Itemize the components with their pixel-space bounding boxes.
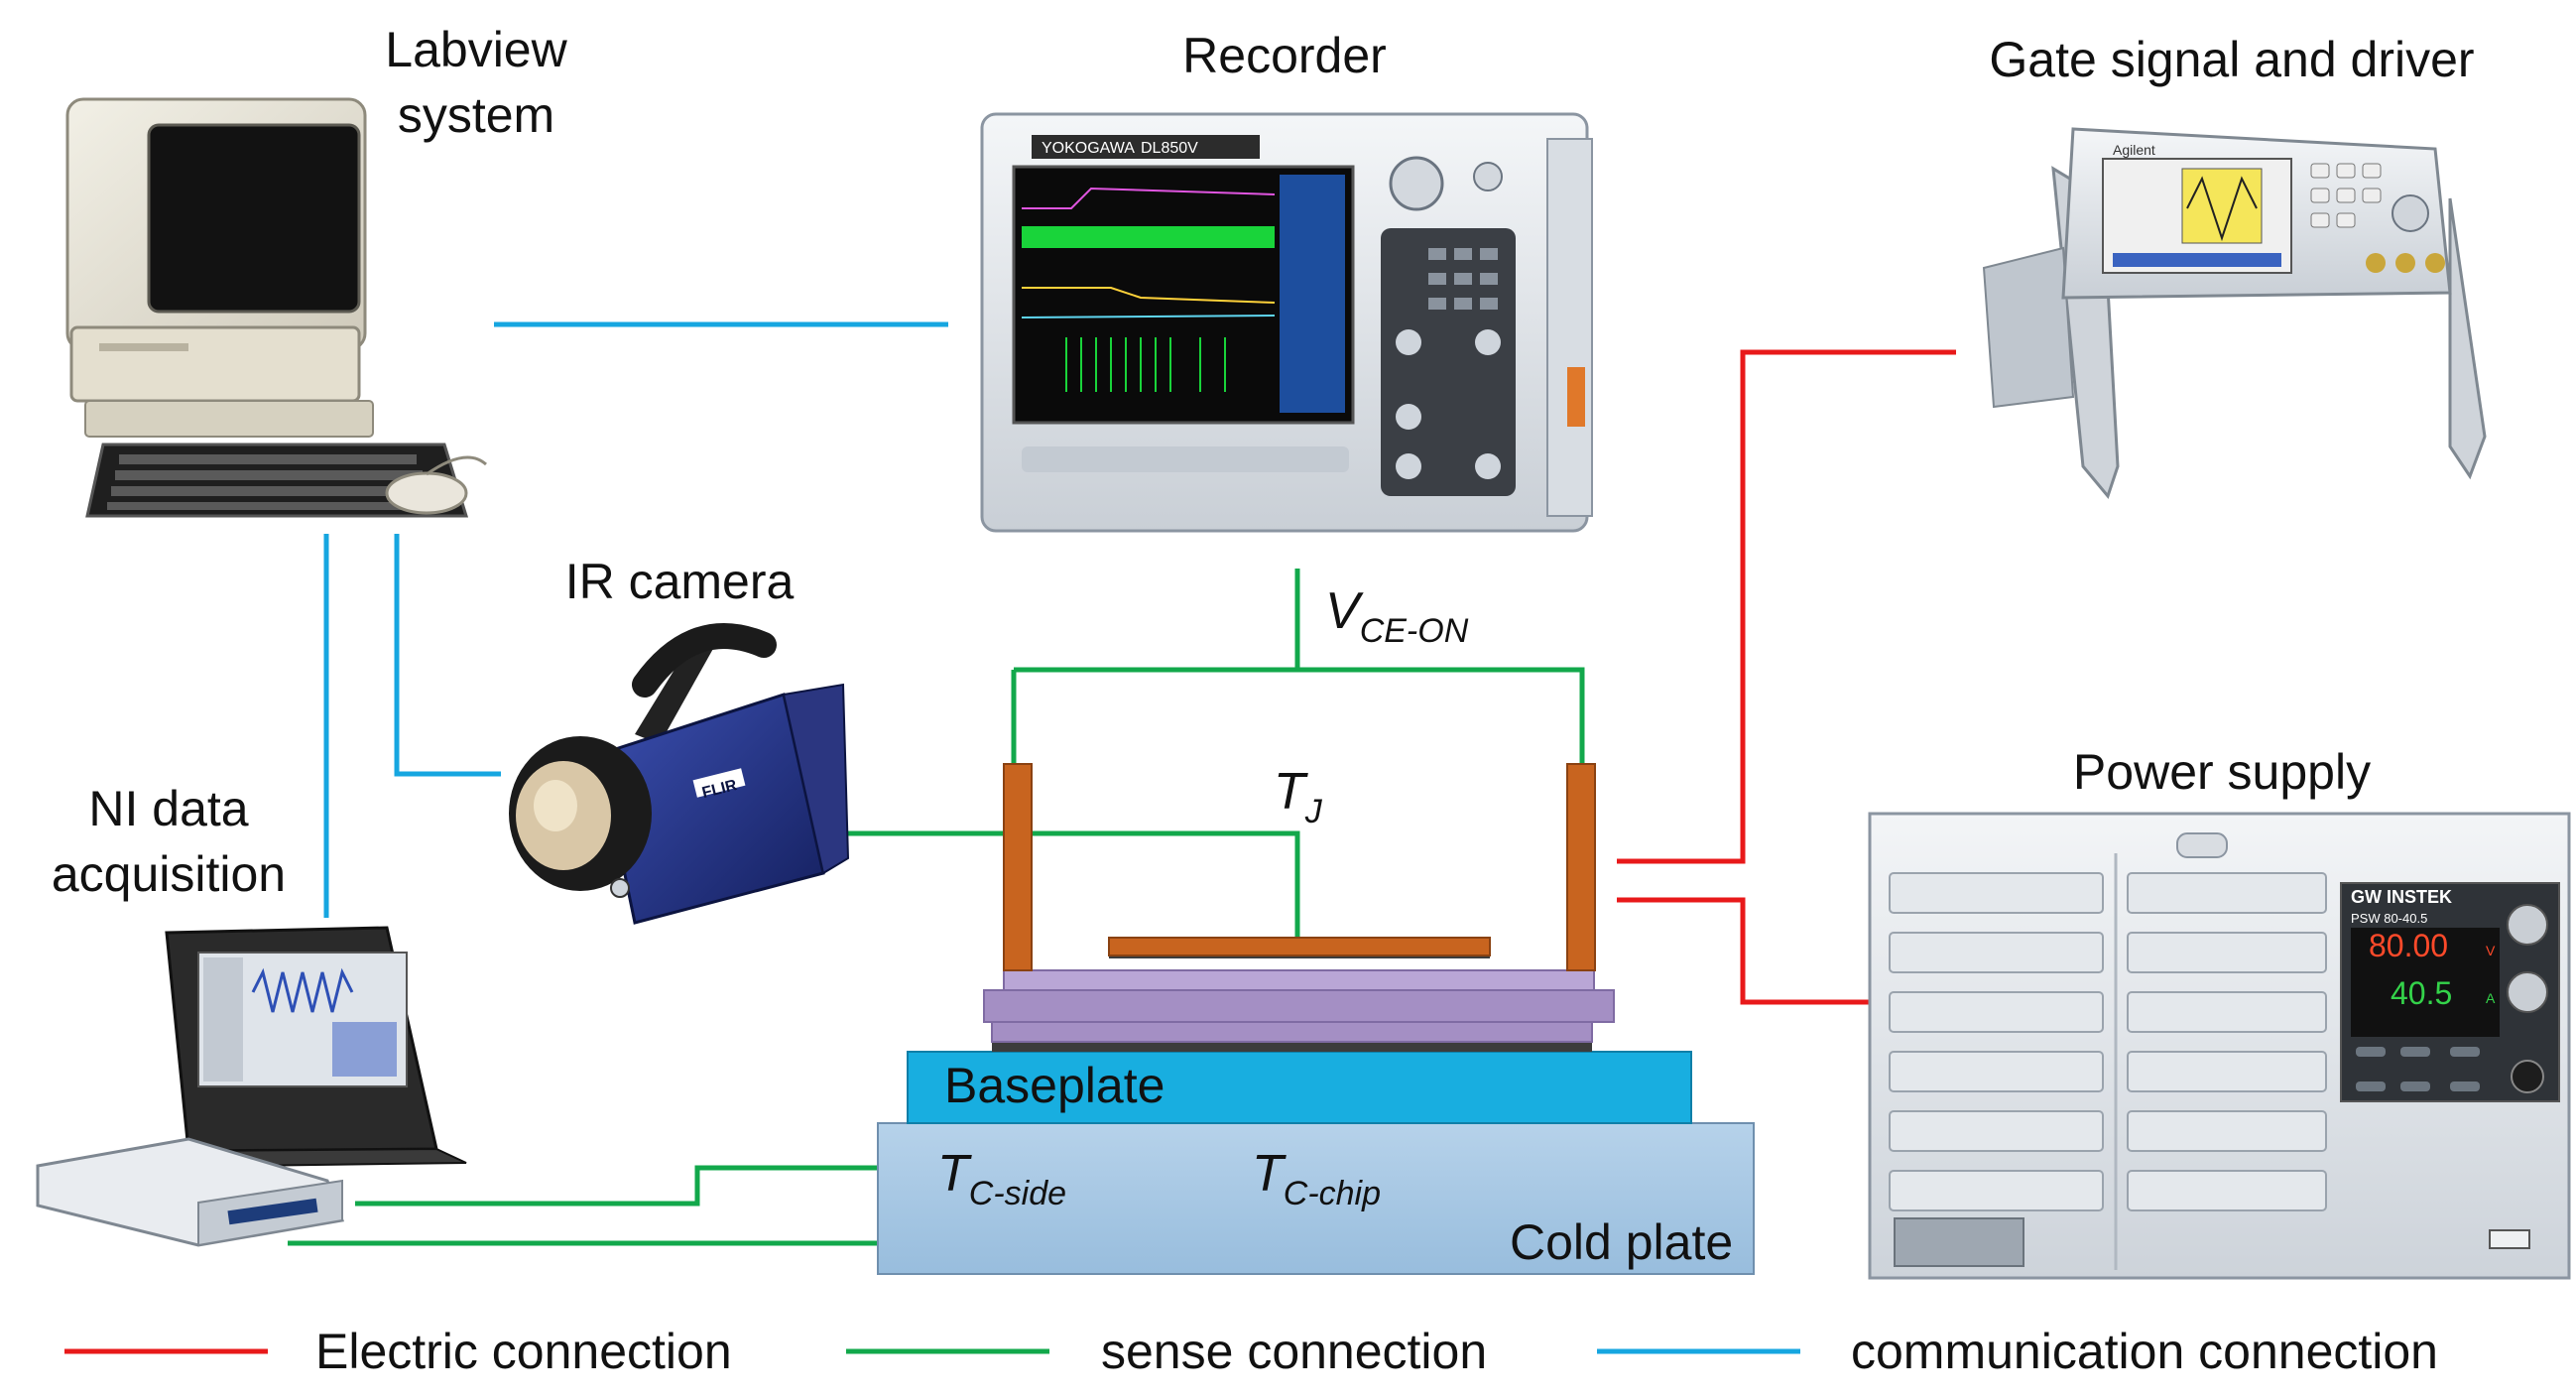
dbc-substrate: [983, 989, 1615, 1023]
sense-line-tj: [846, 830, 1300, 938]
solder-layer: [992, 1042, 1592, 1052]
recorder-model: DL850V: [1141, 140, 1198, 157]
recorder-illustration: YOKOGAWA DL850V: [980, 112, 1593, 533]
communication-lines: [323, 321, 948, 918]
legend-label-sense: sense connection: [1101, 1324, 1488, 1379]
tc-side-subscript: C-side: [968, 1175, 1067, 1212]
psu-model: PSW 80-40.5: [2351, 911, 2427, 926]
vce-symbol: V: [1325, 582, 1360, 640]
sense-line-tc-side: [355, 1165, 913, 1207]
recorder-brand: YOKOGAWA: [1042, 140, 1135, 157]
psu-voltage-readout: 80.00: [2369, 928, 2448, 963]
gen-brand: Agilent: [2113, 142, 2155, 158]
labview-label: Labview system: [337, 20, 615, 145]
power-supply-illustration: GW INSTEK PSW 80-40.5 80.00 V 40.5 A: [1868, 812, 2571, 1280]
ni-label-line1: NI data: [88, 781, 249, 836]
baseplate: [907, 1051, 1692, 1124]
tc-side-label: TC-side: [937, 1141, 1066, 1212]
labview-label-line1: Labview: [385, 22, 567, 77]
tj-label: TJ: [1274, 759, 1322, 830]
power-supply-label: Power supply: [2072, 744, 2372, 800]
terminal-right: [1566, 763, 1596, 971]
electric-lines: [1617, 349, 1956, 1005]
igbt-chip: [1108, 937, 1491, 956]
electric-line-psu: [1617, 897, 1873, 1005]
psu-current-unit: A: [2486, 990, 2496, 1006]
electric-line-gate: [1617, 349, 1956, 864]
ir-camera-label: IR camera: [564, 554, 795, 609]
vce-subscript: CE-ON: [1359, 612, 1469, 650]
dbc-top-copper: [1003, 969, 1595, 991]
cold-plate: [877, 1122, 1755, 1275]
psu-brand: GW INSTEK: [2351, 887, 2452, 907]
cold-plate-label: Cold plate: [1510, 1214, 1734, 1270]
tc-side-symbol: T: [937, 1145, 969, 1203]
recorder-label: Recorder: [1182, 28, 1387, 83]
tj-subscript: J: [1304, 793, 1322, 830]
ni-daq-illustration: [36, 926, 467, 1247]
gate-label: Gate signal and driver: [1989, 32, 2475, 87]
tc-chip-label: TC-chip: [1252, 1141, 1381, 1212]
vce-on-label: VCE-ON: [1325, 578, 1468, 650]
baseplate-label: Baseplate: [944, 1058, 1165, 1113]
labview-pc-illustration: [65, 97, 488, 518]
labview-label-line2: system: [397, 87, 555, 143]
tc-chip-symbol: T: [1252, 1145, 1284, 1203]
ni-label: NI data acquisition: [20, 779, 317, 904]
comm-line-pc-camera: [394, 534, 501, 777]
test-fixture: [877, 763, 1755, 1275]
psu-current-readout: 40.5: [2391, 975, 2452, 1011]
ir-camera-illustration: FLIR: [509, 623, 850, 925]
ni-label-line2: acquisition: [51, 846, 287, 902]
sense-line-vce: [1014, 667, 1585, 764]
dbc-substrate-lower: [991, 1021, 1593, 1043]
terminal-left: [1003, 763, 1033, 971]
tj-symbol: T: [1274, 763, 1305, 821]
legend-label-communication: communication connection: [1851, 1324, 2438, 1379]
tc-chip-subscript: C-chip: [1283, 1175, 1382, 1212]
legend-label-electric: Electric connection: [315, 1324, 732, 1379]
gate-driver-illustration: Agilent: [1982, 127, 2487, 500]
psu-voltage-unit: V: [2486, 943, 2496, 958]
